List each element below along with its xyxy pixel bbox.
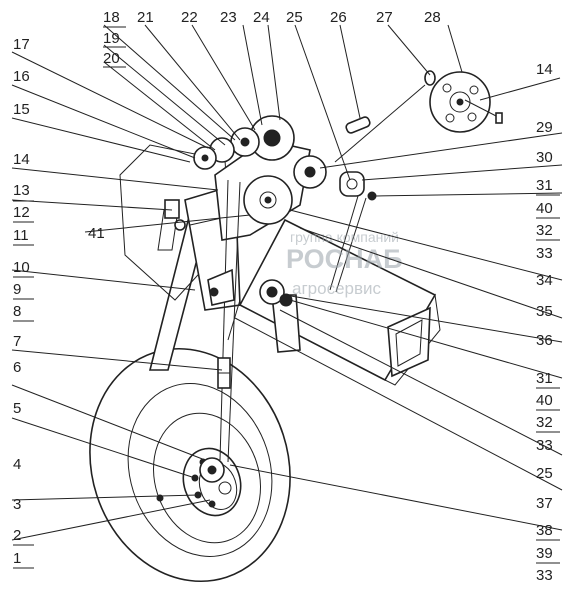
callout-label: 28	[424, 9, 441, 26]
callout-label: 34	[536, 272, 553, 289]
callout-label: 11	[13, 227, 29, 244]
wheel	[89, 347, 291, 583]
callout-label: 16	[13, 68, 30, 85]
callout-label: 36	[536, 332, 553, 349]
callout-label: 35	[536, 303, 553, 320]
callout-label: 15	[13, 101, 30, 118]
callout-label: 23	[220, 9, 237, 26]
detached-sprocket	[334, 70, 503, 163]
callout-label: 5	[13, 400, 21, 417]
callout-label: 39	[536, 545, 553, 562]
callout-label: 31	[536, 177, 553, 194]
callout-label: 40	[536, 392, 553, 409]
callouts-left: 18 19 20 17 16 15 14 13 12 11 10 9 8 7 6…	[13, 9, 126, 569]
leader-lines	[11, 24, 563, 541]
square-beam	[238, 218, 441, 386]
callout-label: 37	[536, 495, 553, 512]
callout-label: 32	[536, 414, 553, 431]
callout-label: 30	[536, 149, 553, 166]
callout-label: 2	[13, 527, 21, 544]
callout-label: 7	[13, 333, 21, 350]
callouts-right: 14 29 30 31 40 32 33 34 35 36 31 40 32 3…	[536, 61, 560, 584]
callout-label: 33	[536, 567, 553, 584]
callout-label: 26	[330, 9, 347, 26]
callout-label: 4	[13, 456, 21, 473]
callout-label: 29	[536, 119, 553, 136]
callout-label: 17	[13, 36, 30, 53]
callout-label: 38	[536, 522, 553, 539]
callout-label: 25	[536, 465, 553, 482]
callout-label: 25	[286, 9, 303, 26]
callout-label: 31	[536, 370, 553, 387]
callout-label: 9	[13, 281, 21, 298]
callout-label: 18	[103, 9, 120, 26]
callout-label: 33	[536, 245, 553, 262]
callout-label: 14	[536, 61, 553, 78]
callout-label: 13	[13, 182, 30, 199]
tensioner	[164, 199, 301, 353]
callout-label: 12	[13, 204, 30, 221]
callout-label: 10	[13, 259, 30, 276]
callout-label: 6	[13, 359, 21, 376]
callout-label: 3	[13, 496, 21, 513]
callout-label: 33	[536, 437, 553, 454]
watermark-line3: агросервис	[292, 279, 382, 298]
callout-label: 40	[536, 200, 553, 217]
callout-label: 22	[181, 9, 198, 26]
callout-label: 21	[137, 9, 154, 26]
callout-label: 1	[13, 550, 21, 567]
watermark: группа компаний РОСНАБ агросервис	[286, 229, 403, 298]
watermark-line1: группа компаний	[290, 229, 399, 245]
callout-label: 20	[103, 50, 120, 67]
callout-label: 14	[13, 151, 30, 168]
callouts-top: 21 22 23 24 25 26 27 28	[137, 9, 441, 26]
callout-label: 8	[13, 303, 21, 320]
callout-label: 32	[536, 222, 553, 239]
callout-label: 27	[376, 9, 393, 26]
callout-label: 19	[103, 30, 120, 47]
watermark-line2: РОСНАБ	[286, 244, 403, 274]
mechanism-drawing	[89, 70, 503, 583]
callout-label-mid: 41	[88, 225, 105, 242]
callout-label: 24	[253, 9, 270, 26]
